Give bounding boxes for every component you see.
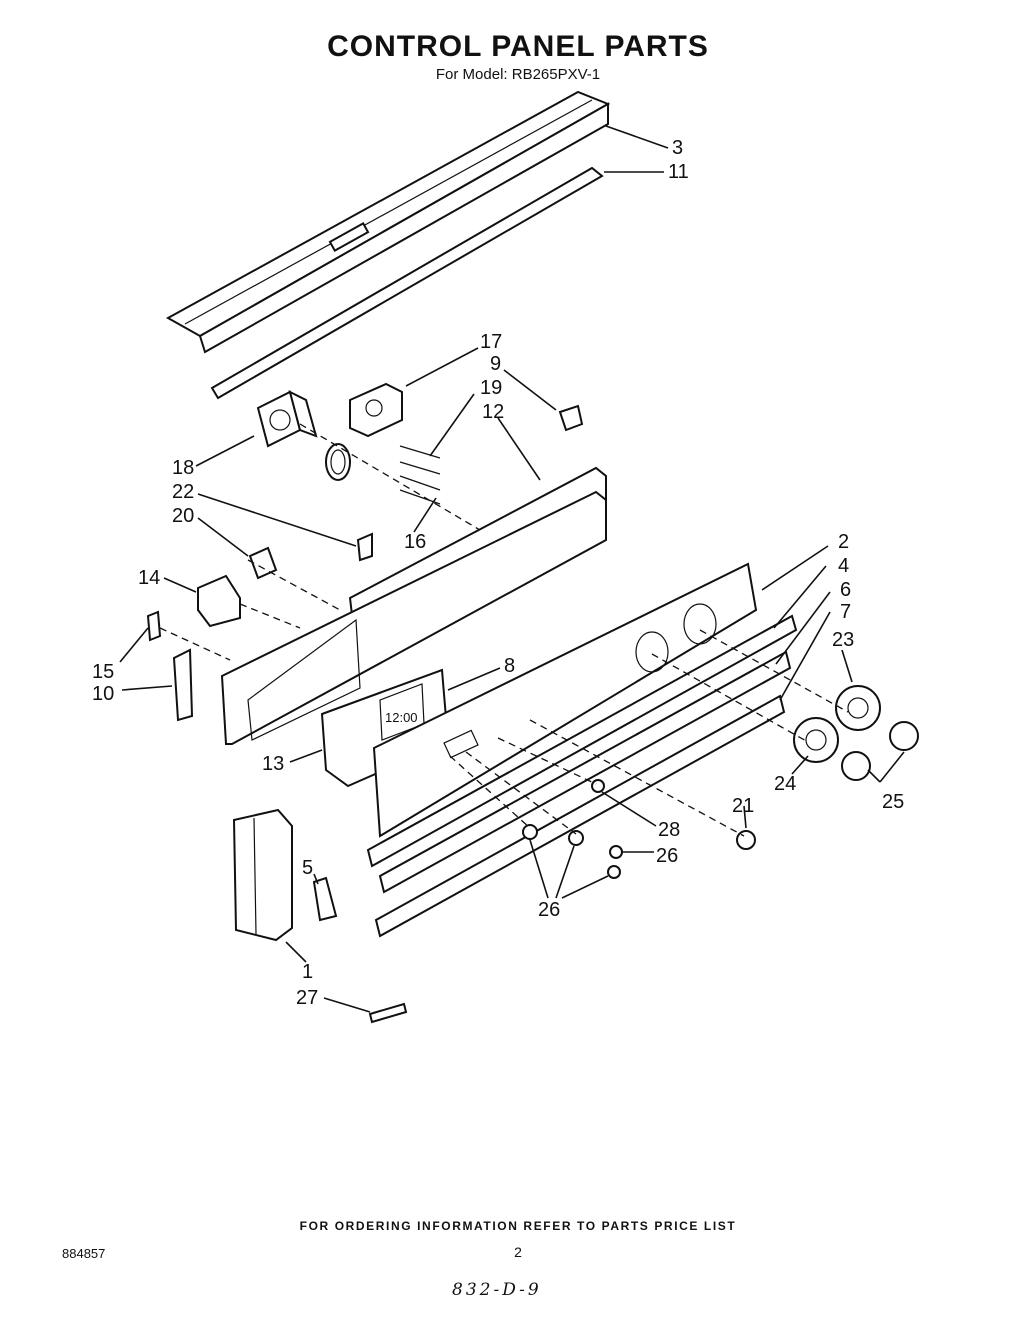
callout-label: 15 bbox=[92, 661, 114, 683]
callout-label: 3 bbox=[672, 137, 683, 159]
part-26-buttons bbox=[522, 824, 623, 879]
page-number: 2 bbox=[514, 1244, 522, 1260]
callout-label: 19 bbox=[480, 377, 502, 399]
part-6-trim bbox=[378, 650, 792, 894]
part-18-component bbox=[256, 390, 318, 448]
callout-label: 5 bbox=[302, 857, 313, 879]
callout-label: 2 bbox=[838, 531, 849, 553]
callout-label: 16 bbox=[404, 531, 426, 553]
callout-label: 27 bbox=[296, 987, 318, 1009]
leader-lines bbox=[119, 125, 905, 1013]
part-9-clip bbox=[558, 404, 584, 432]
callout-labels: 3 11 17 9 19 12 18 22 20 16 2 4 6 7 14 2… bbox=[92, 137, 904, 1009]
part-14-cover bbox=[197, 574, 241, 628]
callout-label: 20 bbox=[172, 505, 194, 527]
part-27-clip bbox=[368, 1002, 408, 1024]
part-5-bracket bbox=[312, 876, 338, 922]
part-11-rod bbox=[210, 166, 604, 400]
part-23-knob-skirt bbox=[835, 685, 881, 731]
part-17-switch bbox=[349, 382, 403, 438]
part-25-knob-a bbox=[889, 721, 919, 751]
ordering-note: FOR ORDERING INFORMATION REFER TO PARTS … bbox=[299, 1219, 737, 1233]
part-10-bracket bbox=[172, 648, 194, 722]
callout-label: 28 bbox=[658, 819, 680, 841]
callout-label: 21 bbox=[732, 795, 754, 817]
part-21-nut bbox=[736, 830, 756, 850]
document-number: 884857 bbox=[62, 1246, 106, 1261]
callout-label: 14 bbox=[138, 567, 160, 589]
part-19-wires bbox=[399, 445, 441, 505]
callout-label: 26 bbox=[538, 899, 560, 921]
part-24-knob-skirt bbox=[793, 717, 839, 763]
part-4-trim bbox=[366, 614, 798, 868]
callout-label: 17 bbox=[480, 331, 502, 353]
part-28-button bbox=[591, 779, 605, 793]
callout-label: 24 bbox=[774, 773, 796, 795]
page-title: CONTROL PANEL PARTS bbox=[327, 30, 709, 63]
part-1-end-cap bbox=[232, 808, 293, 942]
part-16-ring bbox=[325, 443, 351, 481]
part-22-clip bbox=[356, 532, 373, 562]
callout-label: 26 bbox=[656, 845, 678, 867]
callout-label: 23 bbox=[832, 629, 854, 651]
callout-label: 10 bbox=[92, 683, 114, 705]
handwritten-note: 832-D-9 bbox=[452, 1280, 542, 1300]
assembly-lines bbox=[159, 423, 849, 837]
clock-display: 12:00 bbox=[385, 710, 418, 725]
callout-label: 12 bbox=[482, 401, 504, 423]
callout-label: 1 bbox=[302, 961, 313, 983]
callout-label: 11 bbox=[668, 161, 689, 183]
callout-label: 9 bbox=[490, 353, 501, 375]
part-2-glass-panel bbox=[372, 562, 758, 838]
callout-label: 7 bbox=[840, 601, 851, 623]
callout-label: 8 bbox=[504, 655, 515, 677]
callout-label: 18 bbox=[172, 457, 194, 479]
callout-label: 6 bbox=[840, 579, 851, 601]
callout-label: 4 bbox=[838, 555, 849, 577]
part-20-component bbox=[248, 546, 278, 580]
backing-plate bbox=[220, 490, 607, 745]
part-25-knob-b bbox=[841, 751, 871, 781]
callout-label: 13 bbox=[262, 753, 284, 775]
part-15-bracket bbox=[146, 610, 162, 642]
part-7-trim bbox=[374, 694, 786, 938]
model-line: For Model: RB265PXV-1 bbox=[435, 66, 601, 83]
part-3-top-trim bbox=[165, 90, 611, 354]
callout-label: 25 bbox=[882, 791, 904, 813]
callout-label: 22 bbox=[172, 481, 194, 503]
